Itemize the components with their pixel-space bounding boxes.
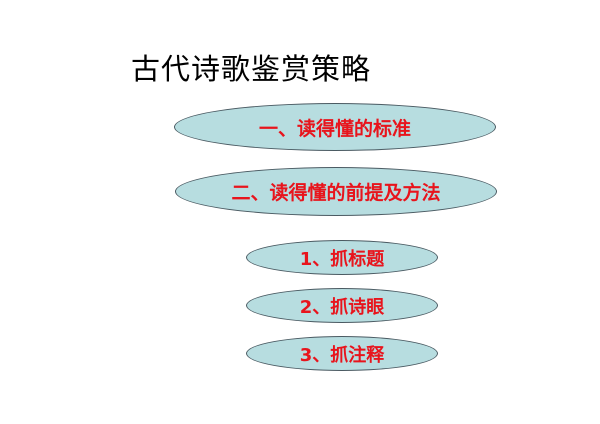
ellipse-label: 2、抓诗眼 — [299, 296, 385, 318]
ellipse-label: 3、抓注释 — [299, 344, 385, 366]
ellipse-grab-annotations[interactable]: 3、抓注释 — [246, 336, 438, 371]
ellipse-label: 1、抓标题 — [299, 248, 385, 270]
ellipse-reading-premise-methods[interactable]: 二、读得懂的前提及方法 — [175, 167, 497, 216]
ellipse-label: 一、读得懂的标准 — [258, 117, 411, 140]
slide-title: 古代诗歌鉴赏策略 — [131, 52, 372, 86]
ellipse-grab-poem-eye[interactable]: 2、抓诗眼 — [246, 288, 438, 323]
ellipse-reading-standard[interactable]: 一、读得懂的标准 — [174, 103, 496, 151]
ellipse-grab-title[interactable]: 1、抓标题 — [246, 240, 438, 275]
ellipse-label: 二、读得懂的前提及方法 — [231, 182, 441, 204]
